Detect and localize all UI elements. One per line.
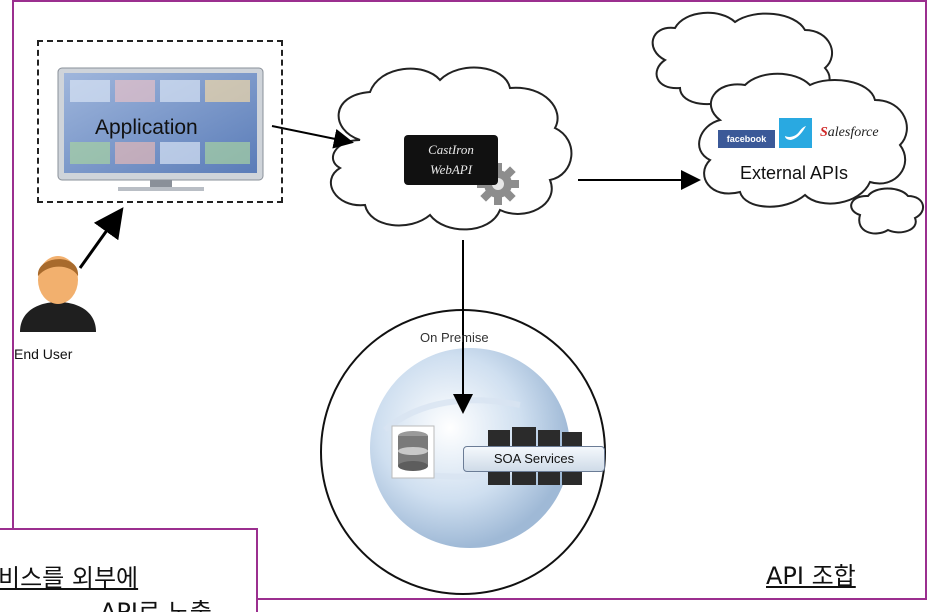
twitter-bird-icon: [779, 118, 812, 148]
castiron-webapi-badge: CastIron WebAPI: [404, 135, 498, 185]
caption-line1: 비스를 외부에: [0, 564, 139, 592]
end-user-label: End User: [14, 346, 73, 362]
small-cloud: [850, 187, 924, 235]
application-label: Application: [95, 116, 198, 139]
arrow-app-to-castiron: [271, 125, 354, 149]
end-user-icon: [20, 256, 96, 332]
soa-services-label: SOA Services: [463, 446, 605, 472]
external-apis-label: External APIs: [740, 163, 849, 183]
api-combination-title: API 조합: [766, 562, 856, 590]
database-icon: [391, 425, 435, 479]
application-dashed-box: [37, 40, 283, 203]
on-premise-label: On Premise: [420, 330, 489, 345]
castiron-line1: CastIron: [428, 142, 474, 157]
overlap-caption-box: 비스를 외부에 API로 노출: [0, 528, 258, 612]
salesforce-logo: Salesforce: [820, 125, 879, 140]
diagram-frame: [12, 0, 927, 600]
facebook-logo: facebook: [718, 130, 775, 148]
caption-line2: API로 노출: [100, 598, 212, 612]
castiron-line2: WebAPI: [429, 162, 473, 177]
arrow-user-to-app: [78, 207, 124, 269]
tv-monitor-icon: [57, 67, 264, 191]
